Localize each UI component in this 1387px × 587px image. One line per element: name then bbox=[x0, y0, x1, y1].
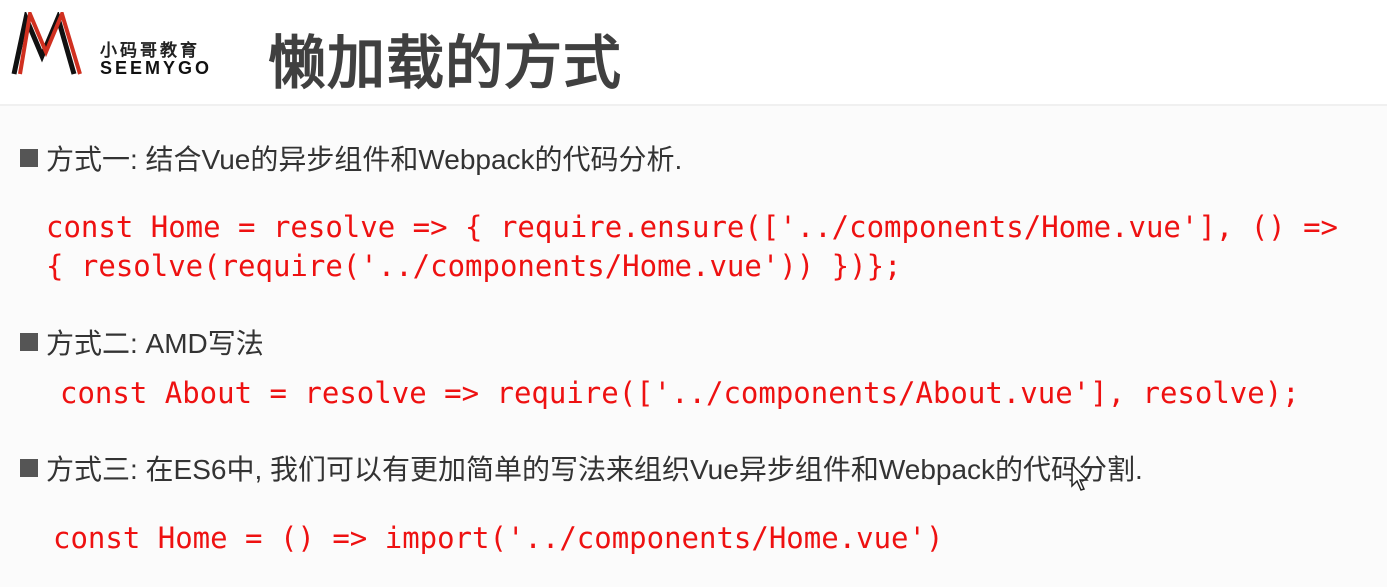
seemygo-logo bbox=[10, 6, 100, 83]
logo-text-cn: 小码哥教育 bbox=[100, 41, 200, 60]
bullet-square-icon bbox=[20, 459, 38, 477]
bullet-method-3: 方式三: 在ES6中, 我们可以有更加简单的写法来组织Vue异步组件和Webpa… bbox=[20, 448, 1143, 488]
slide-title: 懒加载的方式 bbox=[268, 31, 623, 96]
bullet-text: 方式三: 在ES6中, 我们可以有更加简单的写法来组织Vue异步组件和Webpa… bbox=[46, 454, 1143, 485]
logo-text-en: SEEMYGO bbox=[100, 58, 213, 78]
logo-mark-icon bbox=[11, 6, 82, 75]
code-line: const Home = resolve => { require.ensure… bbox=[46, 210, 1339, 244]
code-line: const Home = () => import('../components… bbox=[53, 521, 944, 555]
bullet-square-icon bbox=[20, 333, 38, 351]
bullet-method-1: 方式一: 结合Vue的异步组件和Webpack的代码分析. bbox=[20, 138, 682, 178]
slide-header: 小码哥教育 SEEMYGO 懒加载的方式 bbox=[0, 0, 1387, 106]
code-line: const About = resolve => require(['../co… bbox=[60, 376, 1300, 410]
code-block-method-1: const Home = resolve => { require.ensure… bbox=[46, 208, 1338, 286]
bullet-method-2: 方式二: AMD写法 bbox=[20, 322, 264, 362]
bullet-text: 方式二: AMD写法 bbox=[46, 328, 264, 359]
bullet-text: 方式一: 结合Vue的异步组件和Webpack的代码分析. bbox=[46, 144, 683, 175]
code-block-method-3: const Home = () => import('../components… bbox=[53, 519, 943, 558]
mouse-cursor-icon bbox=[1071, 462, 1089, 491]
bullet-square-icon bbox=[20, 149, 38, 167]
code-line: { resolve(require('../components/Home.vu… bbox=[46, 249, 902, 283]
code-block-method-2: const About = resolve => require(['../co… bbox=[60, 374, 1300, 413]
